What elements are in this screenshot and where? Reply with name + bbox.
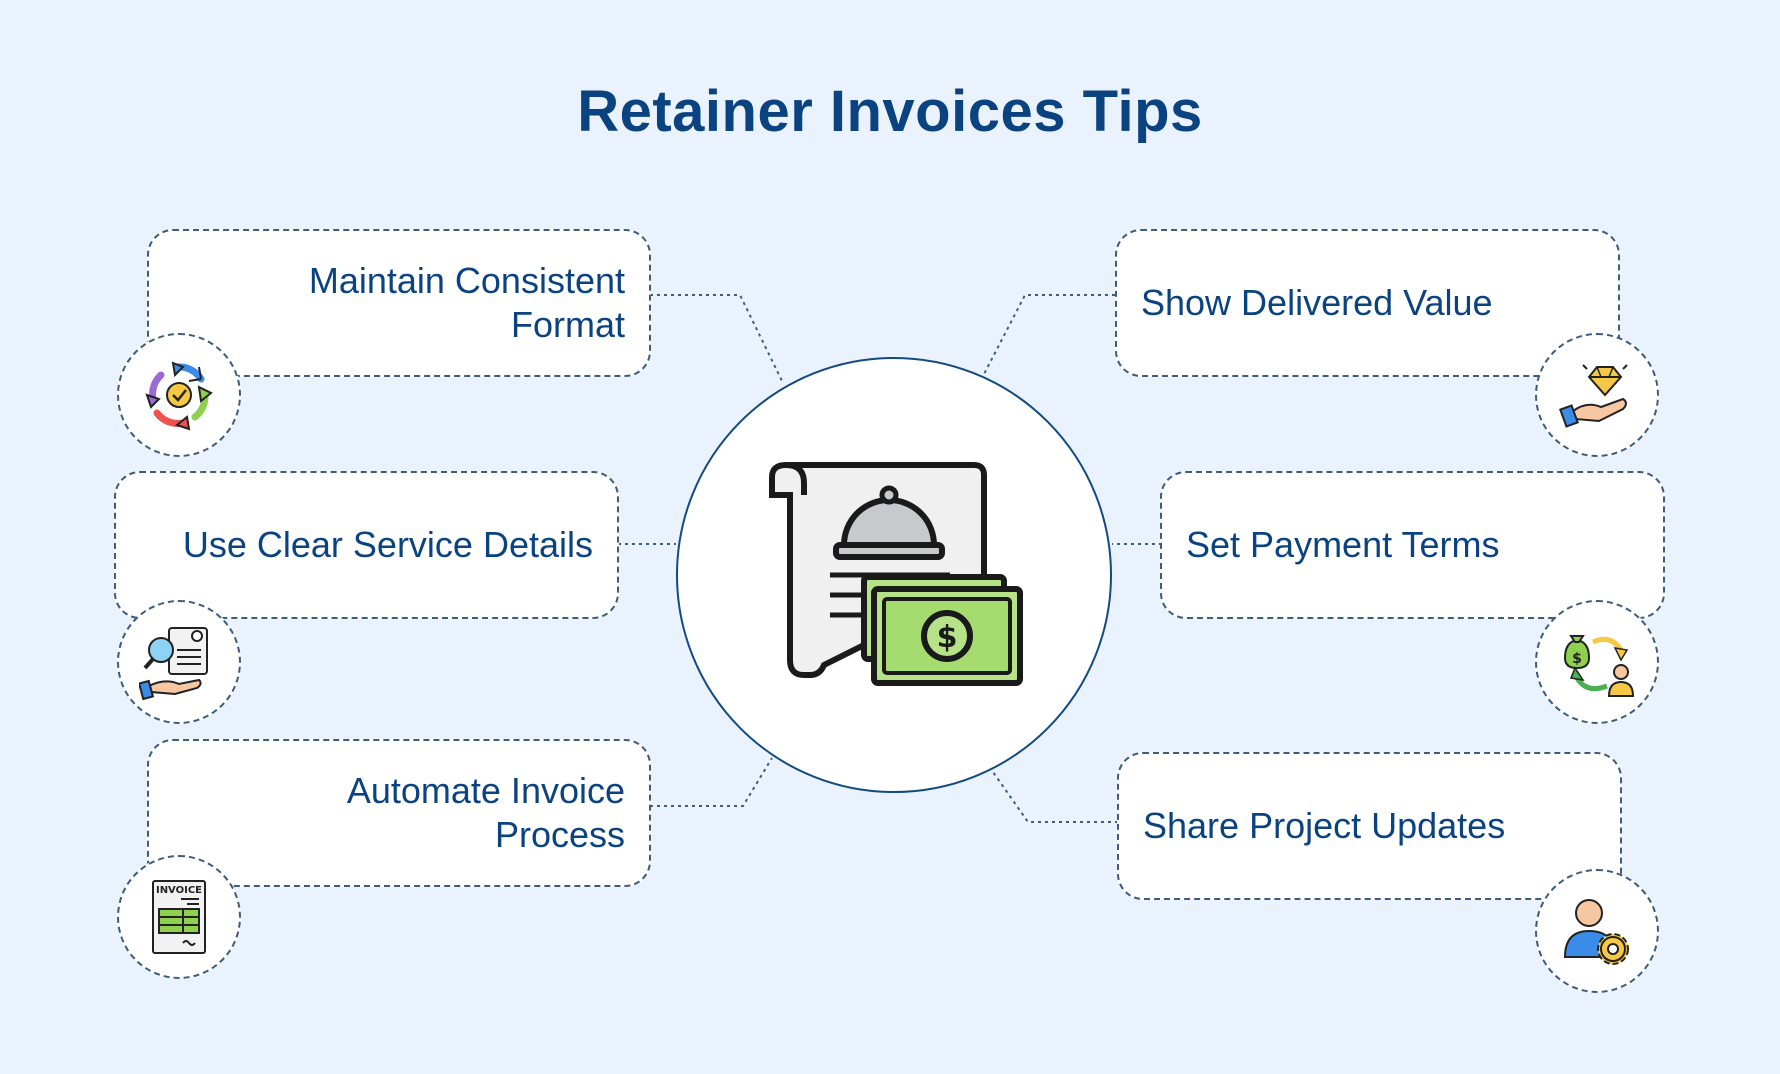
icon-circle-clear-details xyxy=(117,600,241,724)
connector-maintain-format xyxy=(650,294,784,384)
tip-label-clear-details: Use Clear Service Details xyxy=(182,524,593,565)
page-title: Retainer Invoices Tips xyxy=(577,79,1203,144)
icon-circle-automate-invoice: INVOICE xyxy=(117,855,241,979)
icon-circle-project-updates xyxy=(1535,869,1659,993)
connector-delivered-value xyxy=(981,294,1115,379)
icon-circle-delivered-value xyxy=(1535,333,1659,457)
tip-label-project-updates: Share Project Updates xyxy=(1143,805,1506,846)
document-search-icon xyxy=(139,627,208,701)
money-exchange-icon: $ xyxy=(1563,635,1635,697)
tip-label-automate-invoice: Automate Invoice Process xyxy=(346,770,625,855)
tip-card-project-updates: Share Project Updates xyxy=(1117,752,1622,900)
user-gear-icon xyxy=(1563,899,1629,965)
invoice-icon-text: INVOICE xyxy=(156,885,202,896)
tip-label-delivered-value: Show Delivered Value xyxy=(1141,282,1493,323)
svg-text:$: $ xyxy=(937,620,958,655)
diamond-hand-icon xyxy=(1559,364,1628,428)
tip-label-maintain-format: Maintain Consistent Format xyxy=(308,260,625,345)
tip-card-automate-invoice: Automate Invoice Process xyxy=(147,739,651,887)
icon-circle-payment-terms: $ xyxy=(1535,600,1659,724)
invoice-sheet-icon: INVOICE xyxy=(152,880,206,954)
tip-card-delivered-value: Show Delivered Value xyxy=(1115,229,1620,377)
tip-card-payment-terms: Set Payment Terms xyxy=(1160,471,1665,619)
center-hub: $ xyxy=(676,357,1112,793)
refresh-cycle-icon xyxy=(145,361,213,431)
connector-automate-invoice xyxy=(650,757,773,807)
svg-text:$: $ xyxy=(1572,651,1582,667)
tip-card-maintain-format: Maintain Consistent Format xyxy=(147,229,651,377)
connector-project-updates xyxy=(992,771,1118,823)
icon-circle-maintain-format xyxy=(117,333,241,457)
receipt-with-cash-icon: $ xyxy=(769,462,1023,686)
tip-card-clear-details: Use Clear Service Details xyxy=(114,471,619,619)
tip-label-payment-terms: Set Payment Terms xyxy=(1186,524,1500,565)
